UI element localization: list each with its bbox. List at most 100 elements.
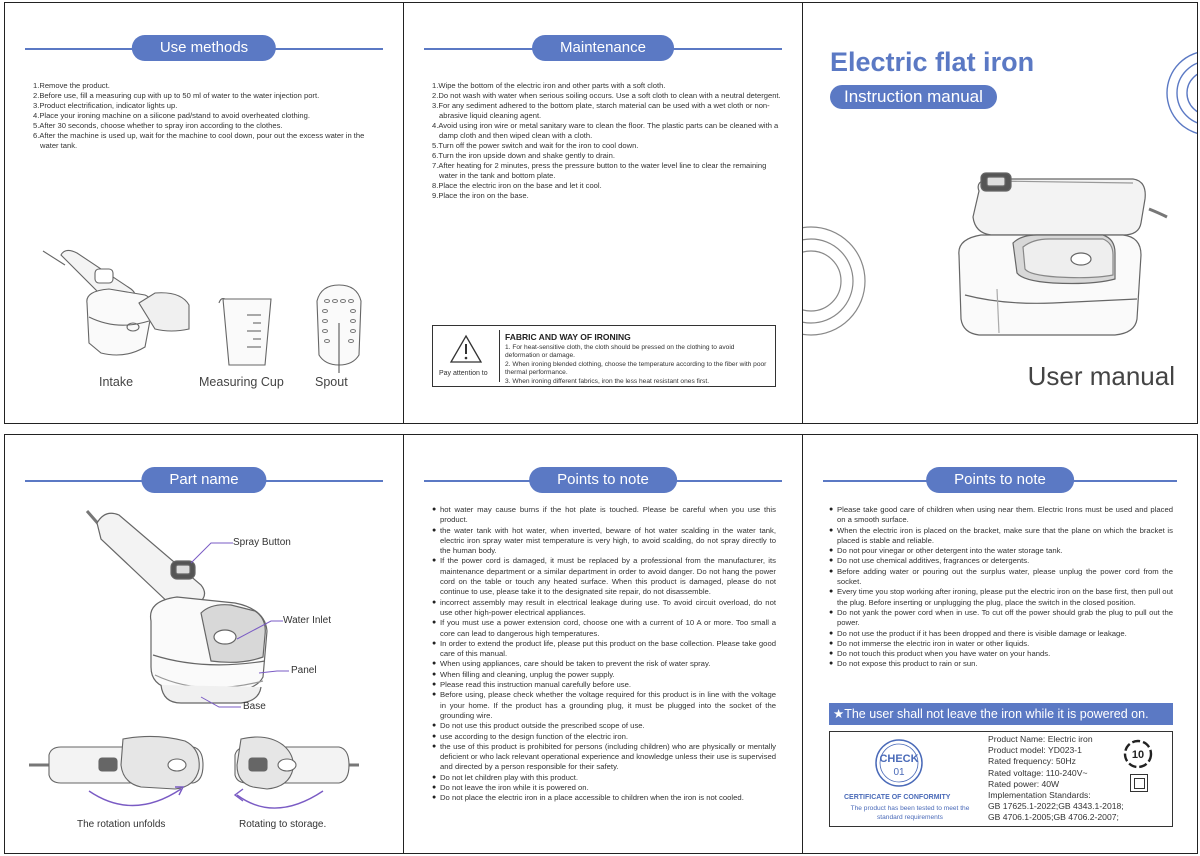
caption-rotation-unfolds: The rotation unfolds	[77, 819, 166, 830]
fabric-box-title: FABRIC AND WAY OF IRONING	[505, 332, 631, 342]
maintenance-step: 4.Avoid using iron wire or metal sanitar…	[432, 121, 779, 140]
list-item: Do not let children play with this produ…	[432, 773, 776, 784]
points-list: Please take good care of children when u…	[829, 505, 1173, 670]
list-item: Before adding water or pouring out the s…	[829, 567, 1173, 588]
warning-icon	[449, 334, 483, 363]
list-item: Do not expose this product to rain or su…	[829, 659, 1173, 670]
label-panel: Panel	[291, 665, 317, 676]
part-name-page: Part name	[4, 434, 404, 854]
list-item: Do not yank the power cord when in use. …	[829, 608, 1173, 629]
list-item: Do not use the product if it has been dr…	[829, 629, 1173, 640]
maintenance-step: 2.Do not wash with water when serious so…	[432, 91, 781, 100]
points-list: hot water may cause burns if the hot pla…	[432, 505, 776, 804]
spec-line: Product model: YD023-1	[988, 745, 1082, 756]
cover-decorations	[803, 52, 1197, 336]
decorative-rings-top-right	[1166, 52, 1197, 134]
maintenance-step: 3.For any sediment adhered to the bottom…	[432, 101, 770, 120]
list-item: Please read this instruction manual care…	[432, 680, 776, 691]
fabric-line: 2. When ironing blended clothing, choose…	[505, 360, 767, 377]
rotating-storage-illustration	[233, 736, 359, 809]
maintenance-steps-list: 1.Wipe the bottom of the electric iron a…	[432, 81, 782, 201]
section-header: Points to note	[823, 467, 1177, 495]
list-item: Do not leave the iron while it is powere…	[432, 783, 776, 794]
power-on-notice: ★The user shall not leave the iron while…	[829, 703, 1173, 725]
intake-illustration	[42, 249, 190, 356]
list-item: incorrect assembly may result in electri…	[432, 598, 776, 619]
recycle-number: 10	[1132, 749, 1144, 761]
cover-footer: User manual	[1027, 361, 1175, 391]
use-step: 2.Before use, fill a measuring cup with …	[33, 91, 320, 100]
list-item: hot water may cause burns if the hot pla…	[432, 505, 776, 526]
fabric-box-lines: 1. For heat-sensitive cloth, the cloth s…	[505, 344, 771, 386]
list-item: Do not use this product outside the pres…	[432, 721, 776, 732]
section-header: Use methods	[25, 35, 383, 63]
cover-title: Electric flat iron	[830, 47, 1035, 77]
caption-measuring-cup: Measuring Cup	[199, 375, 284, 389]
label-water-inlet: Water Inlet	[283, 615, 331, 626]
list-item: Before using, please check whether the v…	[432, 690, 776, 721]
spout-illustration	[316, 284, 362, 373]
maintenance-step: 5.Turn off the power switch and wait for…	[432, 141, 639, 150]
check-stamp-text: CHECK	[879, 753, 918, 765]
list-item: Please take good care of children when u…	[829, 505, 1173, 526]
section-title: Maintenance	[532, 35, 674, 61]
rotation-unfolds-illustration	[29, 735, 204, 807]
double-insulation-icon	[1130, 774, 1148, 792]
list-item: In order to extend the product life, ple…	[432, 639, 776, 660]
maintenance-step: 9.Place the iron on the base.	[432, 191, 529, 200]
divider	[499, 330, 500, 382]
maintenance-step: 7.After heating for 2 minutes, press the…	[432, 161, 767, 180]
list-item: the use of this product is prohibited fo…	[432, 742, 776, 773]
iron-product-illustration	[958, 172, 1168, 336]
list-item: Do not immerse the electric iron in wate…	[829, 639, 1173, 650]
recycle-10-icon: 10	[1123, 739, 1153, 769]
list-item: the water tank with hot water, when inve…	[432, 526, 776, 557]
cover-page: Electric flat iron Instruction manual Us…	[802, 2, 1198, 424]
caption-spout: Spout	[315, 375, 348, 389]
section-title: Points to note	[529, 467, 677, 493]
section-header: Maintenance	[424, 35, 782, 63]
use-methods-page: Use methods 1.Remove the product. 2.Befo…	[4, 2, 404, 424]
list-item: When using appliances, care should be ta…	[432, 659, 776, 670]
iron-parts-illustration	[85, 510, 268, 704]
spec-line: Implementation Standards:	[988, 790, 1091, 801]
fabric-line: 1. For heat-sensitive cloth, the cloth s…	[505, 344, 735, 360]
label-spray-button: Spray Button	[233, 537, 291, 548]
spec-line: GB 17625.1-2022;GB 4343.1-2018;	[988, 801, 1124, 812]
product-specs: Product Name: Electric iron Product mode…	[988, 734, 1124, 824]
certificate-conformity-label: CERTIFICATE OF CONFORMITY	[844, 794, 951, 801]
check-stamp-icon: CHECK 01	[875, 739, 923, 787]
list-item: When the electric iron is placed on the …	[829, 526, 1173, 547]
section-header: Part name	[25, 467, 383, 495]
section-title: Part name	[141, 467, 267, 493]
spec-line: Product Name: Electric iron	[988, 734, 1093, 744]
use-steps-list: 1.Remove the product. 2.Before use, fill…	[33, 81, 383, 151]
part-diagram	[29, 510, 359, 809]
spec-line: Rated power: 40W	[988, 778, 1060, 789]
list-item: Do not use chemical additives, fragrance…	[829, 556, 1173, 567]
certificate-box: CHECK 01 CERTIFICATE OF CONFORMITY The p…	[829, 731, 1173, 827]
section-header: Points to note	[424, 467, 782, 495]
use-step: 5.After 30 seconds, choose whether to sp…	[33, 121, 283, 130]
spec-line: GB 4706.1-2005;GB 4706.2-2007;	[988, 812, 1119, 823]
maintenance-step: 8.Place the electric iron on the base an…	[432, 181, 602, 190]
label-base: Base	[243, 701, 266, 712]
list-item: When filling and cleaning, unplug the po…	[432, 670, 776, 681]
caption-intake: Intake	[99, 375, 134, 389]
maintenance-page: Maintenance 1.Wipe the bottom of the ele…	[403, 2, 803, 424]
cover-subtitle: Instruction manual	[830, 85, 997, 109]
measuring-cup-illustration	[218, 297, 272, 366]
use-step: 6.After the machine is used up, wait for…	[33, 131, 365, 150]
use-step: 1.Remove the product.	[33, 81, 110, 90]
list-item: Do not place the electric iron in a plac…	[432, 793, 776, 804]
use-step: 4.Place your ironing machine on a silico…	[33, 111, 310, 120]
fabric-line: 3. When ironing different fabrics, iron …	[505, 377, 710, 385]
section-title: Use methods	[131, 35, 277, 61]
list-item: Do not touch this product when you have …	[829, 649, 1173, 660]
pay-attention-label: Pay attention to	[439, 370, 488, 377]
caption-rotating-storage: Rotating to storage.	[239, 819, 327, 830]
points-to-note-page-1: Points to note hot water may cause burns…	[403, 434, 803, 854]
spec-line: Rated frequency: 50Hz	[988, 756, 1076, 767]
list-item: Do not pour vinegar or other detergent i…	[829, 546, 1173, 557]
points-to-note-page-2: Points to note Please take good care of …	[802, 434, 1198, 854]
